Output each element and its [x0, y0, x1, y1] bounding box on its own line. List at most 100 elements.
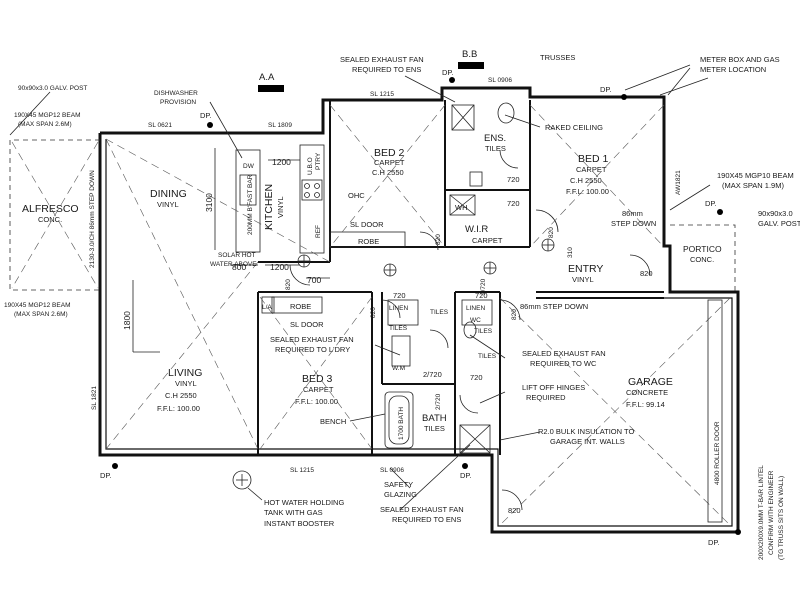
- svg-text:DP.: DP.: [708, 538, 720, 547]
- svg-text:VINYL: VINYL: [157, 200, 179, 209]
- svg-text:SAFETY: SAFETY: [384, 480, 413, 489]
- svg-text:REQUIRED TO WC: REQUIRED TO WC: [530, 359, 597, 368]
- svg-text:820: 820: [548, 227, 555, 238]
- roller-door: [707, 299, 723, 523]
- svg-text:820: 820: [435, 234, 442, 245]
- svg-text:2/720: 2/720: [480, 278, 487, 295]
- door-swings: [289, 149, 651, 511]
- svg-text:GLAZING: GLAZING: [384, 490, 417, 499]
- svg-text:DP.: DP.: [100, 471, 112, 480]
- svg-text:VINYL: VINYL: [276, 196, 285, 218]
- svg-text:STEP DOWN: STEP DOWN: [611, 219, 656, 228]
- svg-text:SL 1215: SL 1215: [290, 467, 314, 474]
- room-kitchen: KITCHEN: [263, 184, 275, 230]
- room-bath: BATH: [422, 413, 447, 424]
- svg-text:GALV. POST: GALV. POST: [758, 219, 800, 228]
- svg-text:(MAX SPAN 1.9M): (MAX SPAN 1.9M): [722, 181, 784, 190]
- svg-text:PTRY: PTRY: [315, 152, 322, 170]
- svg-text:C.H 2550: C.H 2550: [570, 176, 602, 185]
- svg-text:C.H 2550: C.H 2550: [165, 391, 197, 400]
- svg-text:190X45 MGP10 BEAM: 190X45 MGP10 BEAM: [717, 171, 794, 180]
- svg-text:OHC: OHC: [348, 191, 365, 200]
- svg-text:720: 720: [507, 175, 520, 184]
- svg-text:TILES: TILES: [389, 325, 408, 332]
- svg-text:METER LOCATION: METER LOCATION: [700, 65, 766, 74]
- svg-text:SL DOOR: SL DOOR: [350, 220, 384, 229]
- svg-text:DP.: DP.: [600, 85, 612, 94]
- svg-text:DP.: DP.: [705, 199, 717, 208]
- svg-text:CONCRETE: CONCRETE: [626, 388, 668, 397]
- robes: [261, 231, 406, 314]
- room-bed1: BED 1: [578, 153, 609, 165]
- svg-text:200MM B'FAST BAR: 200MM B'FAST BAR: [247, 174, 254, 235]
- svg-text:LINEN: LINEN: [389, 305, 408, 312]
- svg-text:SL 0621: SL 0621: [148, 122, 172, 129]
- svg-text:F.F.L: 100.00: F.F.L: 100.00: [157, 404, 200, 413]
- svg-text:90x90x3.0 GALV. POST: 90x90x3.0 GALV. POST: [18, 85, 87, 92]
- svg-text:VINYL: VINYL: [572, 275, 594, 284]
- svg-text:DP.: DP.: [442, 68, 454, 77]
- svg-text:VINYL: VINYL: [175, 379, 197, 388]
- svg-text:SL 0906: SL 0906: [380, 467, 404, 474]
- bathroom-fixtures: [384, 102, 515, 454]
- svg-text:WATER ABOVE: WATER ABOVE: [210, 261, 257, 268]
- svg-text:DISHWASHER: DISHWASHER: [154, 90, 198, 97]
- room-portico: PORTICO: [683, 244, 722, 254]
- svg-text:800: 800: [232, 262, 246, 272]
- svg-text:LINEN: LINEN: [466, 305, 485, 312]
- svg-text:SEALED EXHAUST FAN: SEALED EXHAUST FAN: [340, 55, 424, 64]
- section-markers: [258, 62, 484, 92]
- svg-text:L/A: L/A: [262, 304, 272, 311]
- svg-text:(TG TRUSS SITS ON WALL): (TG TRUSS SITS ON WALL): [778, 476, 785, 560]
- svg-text:LIFT OFF HINGES: LIFT OFF HINGES: [522, 383, 585, 392]
- svg-text:1200: 1200: [272, 157, 291, 167]
- kitchen-bench: [235, 144, 325, 254]
- section-aa: A.A: [259, 72, 275, 83]
- section-bb: B.B: [462, 49, 477, 60]
- svg-text:CONC.: CONC.: [38, 215, 62, 224]
- svg-text:720: 720: [393, 291, 406, 300]
- svg-text:820: 820: [285, 279, 292, 290]
- svg-text:CARPET: CARPET: [472, 236, 503, 245]
- svg-text:2/720: 2/720: [435, 393, 442, 410]
- svg-text:CONC.: CONC.: [690, 255, 714, 264]
- svg-text:GARAGE INT. WALLS: GARAGE INT. WALLS: [550, 437, 625, 446]
- svg-text:190X45 MGP12 BEAM: 190X45 MGP12 BEAM: [14, 112, 80, 119]
- svg-text:TILES: TILES: [485, 144, 506, 153]
- svg-text:SL 1821: SL 1821: [91, 386, 98, 410]
- svg-text:F.F.L: 99.14: F.F.L: 99.14: [626, 400, 665, 409]
- svg-text:SEALED EXHAUST FAN: SEALED EXHAUST FAN: [522, 349, 606, 358]
- svg-text:REF: REF: [315, 225, 322, 238]
- svg-text:WC: WC: [470, 317, 481, 324]
- svg-text:DW: DW: [243, 163, 255, 170]
- svg-text:ROBE: ROBE: [358, 237, 379, 246]
- svg-text:(MAX SPAN 2.6M): (MAX SPAN 2.6M): [14, 311, 68, 318]
- svg-text:(MAX SPAN 2.6M): (MAX SPAN 2.6M): [18, 121, 72, 128]
- svg-text:REQUIRED TO ENS: REQUIRED TO ENS: [352, 65, 421, 74]
- svg-text:W.M: W.M: [392, 365, 405, 372]
- svg-text:TILES: TILES: [430, 309, 449, 316]
- svg-text:TILES: TILES: [478, 353, 497, 360]
- room-alfresco: ALFRESCO: [22, 203, 79, 215]
- svg-text:SL 0906: SL 0906: [488, 77, 512, 84]
- svg-text:F.F.L: 100.00: F.F.L: 100.00: [566, 187, 609, 196]
- room-ens: ENS.: [484, 133, 506, 144]
- svg-text:REQUIRED TO ENS: REQUIRED TO ENS: [392, 515, 461, 524]
- svg-text:TANK WITH GAS: TANK WITH GAS: [264, 508, 323, 517]
- svg-text:RAKED CEILING: RAKED CEILING: [545, 123, 603, 132]
- svg-text:SEALED EXHAUST FAN: SEALED EXHAUST FAN: [380, 505, 464, 514]
- svg-text:820: 820: [511, 309, 518, 320]
- svg-text:SL 1809: SL 1809: [268, 122, 292, 129]
- svg-text:ROBE: ROBE: [290, 302, 311, 311]
- svg-text:TILES: TILES: [424, 424, 445, 433]
- svg-text:SL 1215: SL 1215: [370, 91, 394, 98]
- svg-text:3100: 3100: [204, 193, 214, 212]
- svg-text:820: 820: [640, 269, 653, 278]
- svg-text:720: 720: [475, 291, 488, 300]
- room-garage: GARAGE: [628, 376, 673, 388]
- svg-text:WH: WH: [455, 203, 468, 212]
- svg-text:720: 720: [470, 373, 483, 382]
- svg-text:CARPET: CARPET: [303, 385, 334, 394]
- room-living: LIVING: [168, 367, 202, 379]
- svg-text:SL DOOR: SL DOOR: [290, 320, 324, 329]
